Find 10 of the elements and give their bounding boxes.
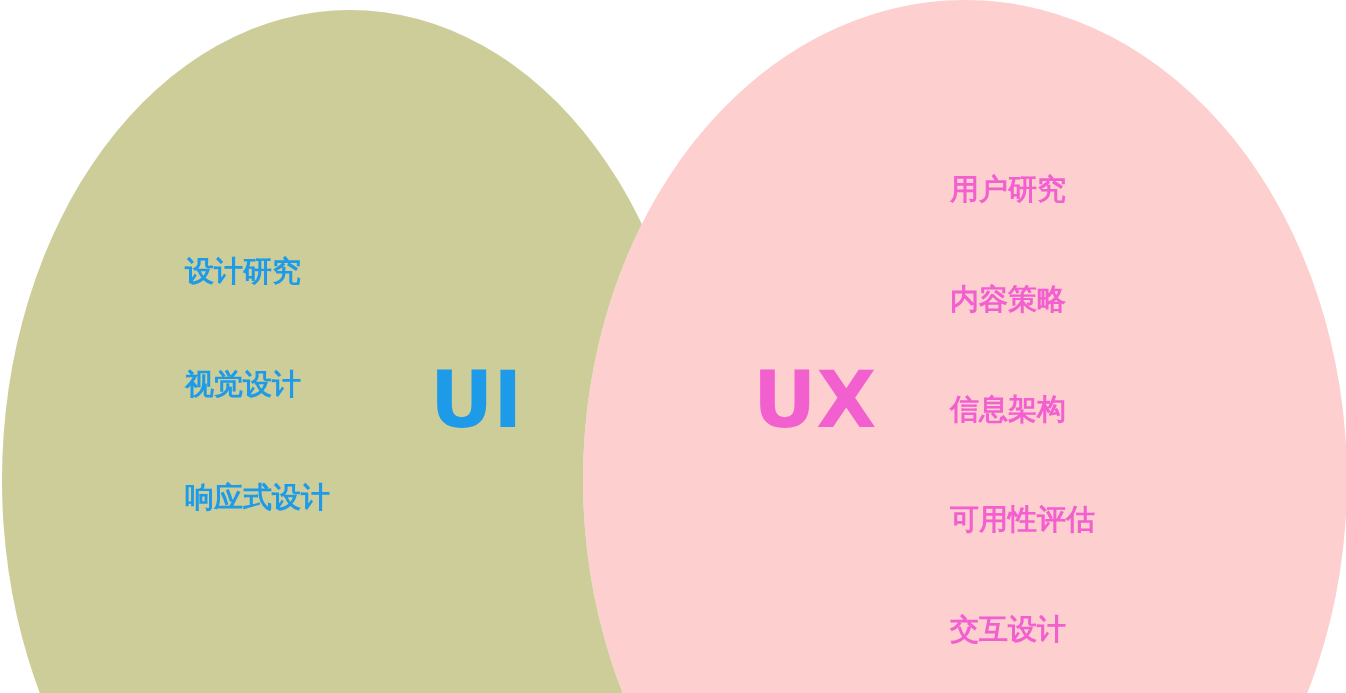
topic-label: 用户研究: [950, 174, 1066, 206]
topic-label: 响应式设计: [185, 482, 330, 514]
topic-label: 内容策略: [950, 284, 1066, 316]
circle-heading: UX: [753, 358, 877, 444]
topic-label: 可用性评估: [950, 504, 1095, 536]
topic-label: 设计研究: [185, 256, 301, 288]
circle-heading: UI: [430, 358, 523, 444]
topic-label: 信息架构: [950, 394, 1066, 426]
topic-label: 视觉设计: [185, 369, 301, 401]
topic-label: 交互设计: [950, 614, 1066, 646]
